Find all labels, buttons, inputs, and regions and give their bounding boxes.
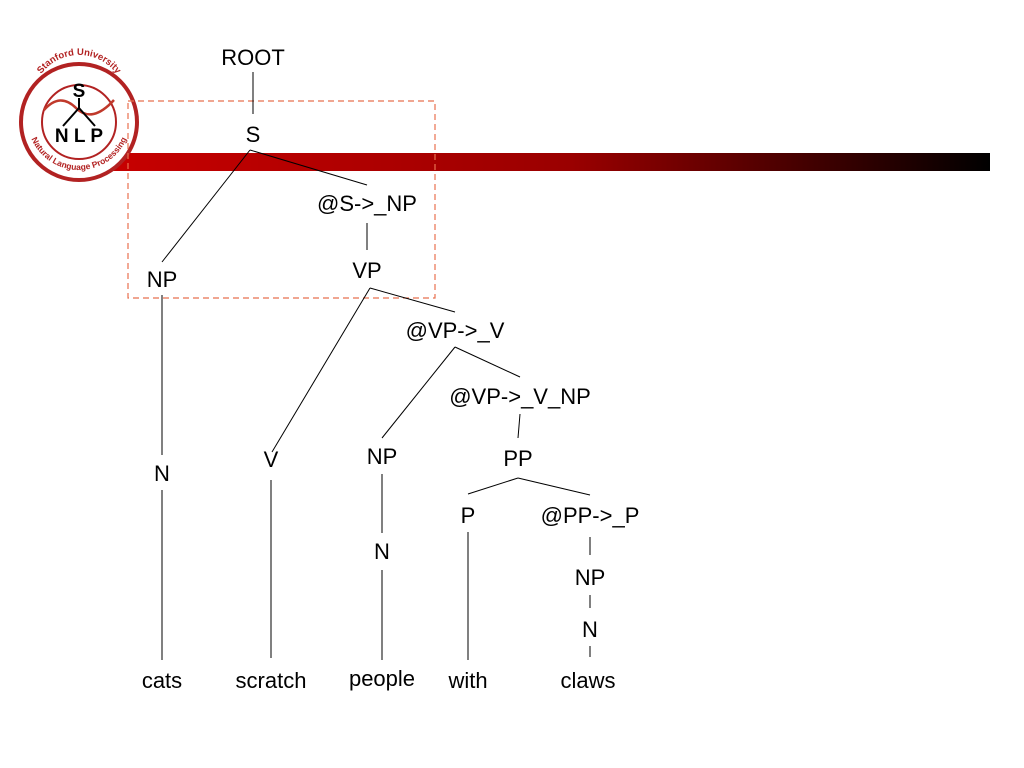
node-np-cats: NP [147,267,178,292]
word-people: people [349,666,415,691]
node-n-claws: N [582,617,598,642]
stanford-nlp-logo: Stanford University Natural Language Pro… [19,47,139,182]
node-vp-v: @VP->_V [406,318,505,343]
word-with: with [447,668,487,693]
node-pp-p: @PP->_P [541,503,640,528]
word-scratch: scratch [236,668,307,693]
node-s-np: @S->_NP [317,191,417,216]
logo-letters-nlp: N L P [55,126,104,147]
node-vp-v-np: @VP->_V_NP [449,384,591,409]
node-p: P [461,503,476,528]
node-root: ROOT [221,45,285,70]
node-n-people: N [374,539,390,564]
word-cats: cats [142,668,182,693]
node-v: V [264,447,279,472]
logo-tree-icon [62,98,96,127]
logo-wave-icon [43,99,115,116]
tree-edges [161,72,591,660]
node-s: S [246,122,261,147]
node-pp: PP [503,446,532,471]
node-np-claws: NP [575,565,606,590]
highlight-box [127,100,436,299]
word-claws: claws [560,668,615,693]
node-np-people: NP [367,444,398,469]
header-bar [60,153,990,171]
node-n-cats: N [154,461,170,486]
node-vp: VP [352,258,381,283]
logo-letter-s: S [73,81,86,102]
sentence-words: cats scratch people with claws [142,666,616,693]
tree-nodes: ROOT S @S->_NP NP VP @VP->_V @VP->_V_NP … [147,45,640,642]
